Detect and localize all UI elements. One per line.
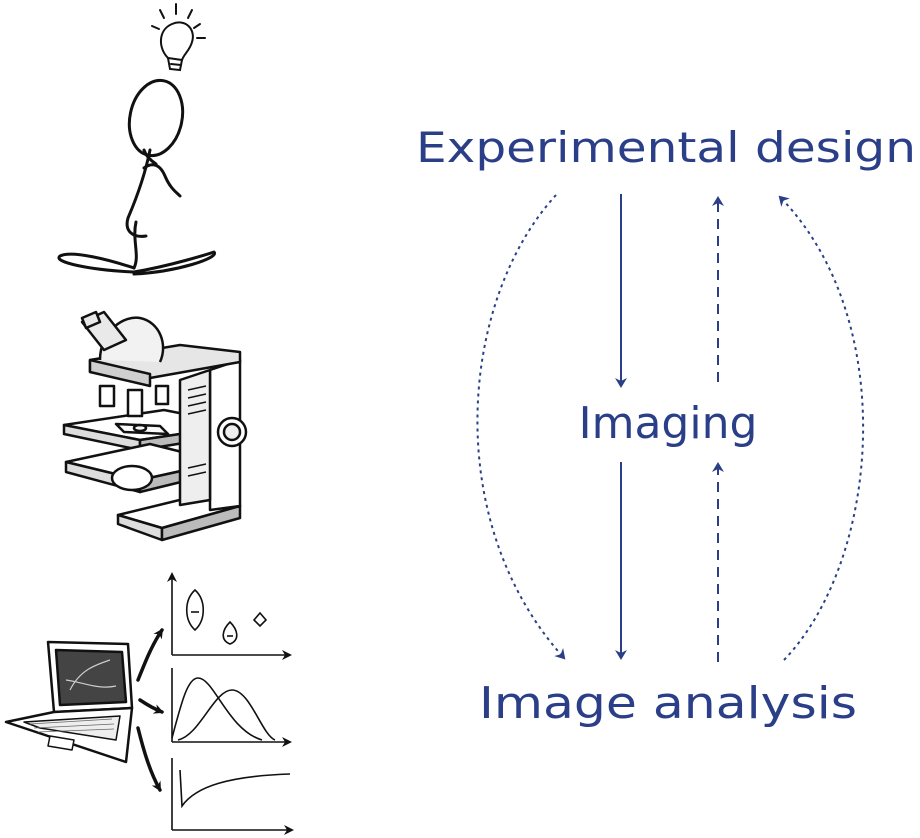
laptop-output-arrows: [136, 628, 164, 792]
distribution-plot-icon: [171, 668, 292, 747]
violin-plot-icon: [167, 572, 292, 660]
workflow-arrows: [476, 194, 864, 662]
imaging-label: Imaging: [579, 398, 758, 449]
lightbulb-icon: [151, 3, 206, 72]
decay-curve-plot-icon: [171, 758, 294, 835]
laptop-icon: [4, 640, 134, 764]
experimental-design-label: Experimental design: [416, 123, 916, 172]
design-to-analysis-dotted-arrow: [476, 194, 566, 660]
image-analysis-label: Image analysis: [479, 678, 857, 729]
analysis-to-design-dotted-arrow: [778, 195, 864, 661]
microscope-icon: [62, 310, 248, 542]
thinking-person-icon: [57, 78, 216, 276]
